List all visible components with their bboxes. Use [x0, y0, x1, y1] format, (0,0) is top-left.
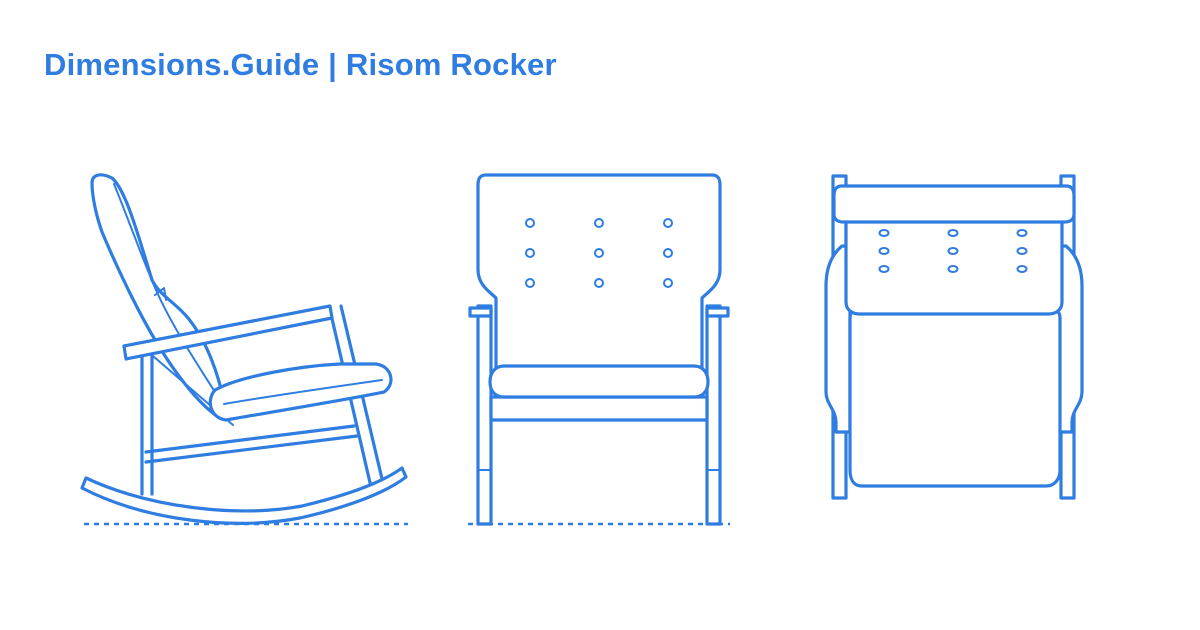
top-view-seat	[848, 306, 1062, 488]
side-view-stretcher	[144, 424, 359, 464]
side-view-rear-leg	[140, 348, 154, 496]
front-view-left-leg	[476, 304, 493, 526]
front-view-right-arm-cap	[705, 306, 730, 318]
front-view-left-arm-cap	[468, 306, 493, 318]
top-view-top-rail	[832, 184, 1076, 224]
side-view-backrest-seam	[113, 183, 221, 401]
top-view-right-armrest	[1056, 244, 1084, 434]
front-view	[468, 173, 730, 526]
top-view-tufting-buttons	[878, 229, 1028, 273]
side-view-rocker-runner	[80, 466, 408, 525]
side-view	[80, 173, 408, 526]
front-view-tufting-buttons	[525, 218, 673, 288]
page-title: Dimensions.Guide | Risom Rocker	[44, 47, 557, 82]
side-view-seat-seam	[223, 379, 383, 405]
top-view	[824, 174, 1084, 500]
top-view-left-armrest	[824, 244, 852, 434]
front-view-backrest	[476, 173, 722, 372]
front-view-seat-cushion	[488, 364, 710, 399]
front-view-front-rail	[489, 395, 709, 422]
side-view-armrest	[122, 304, 334, 361]
front-view-right-leg	[705, 304, 722, 526]
